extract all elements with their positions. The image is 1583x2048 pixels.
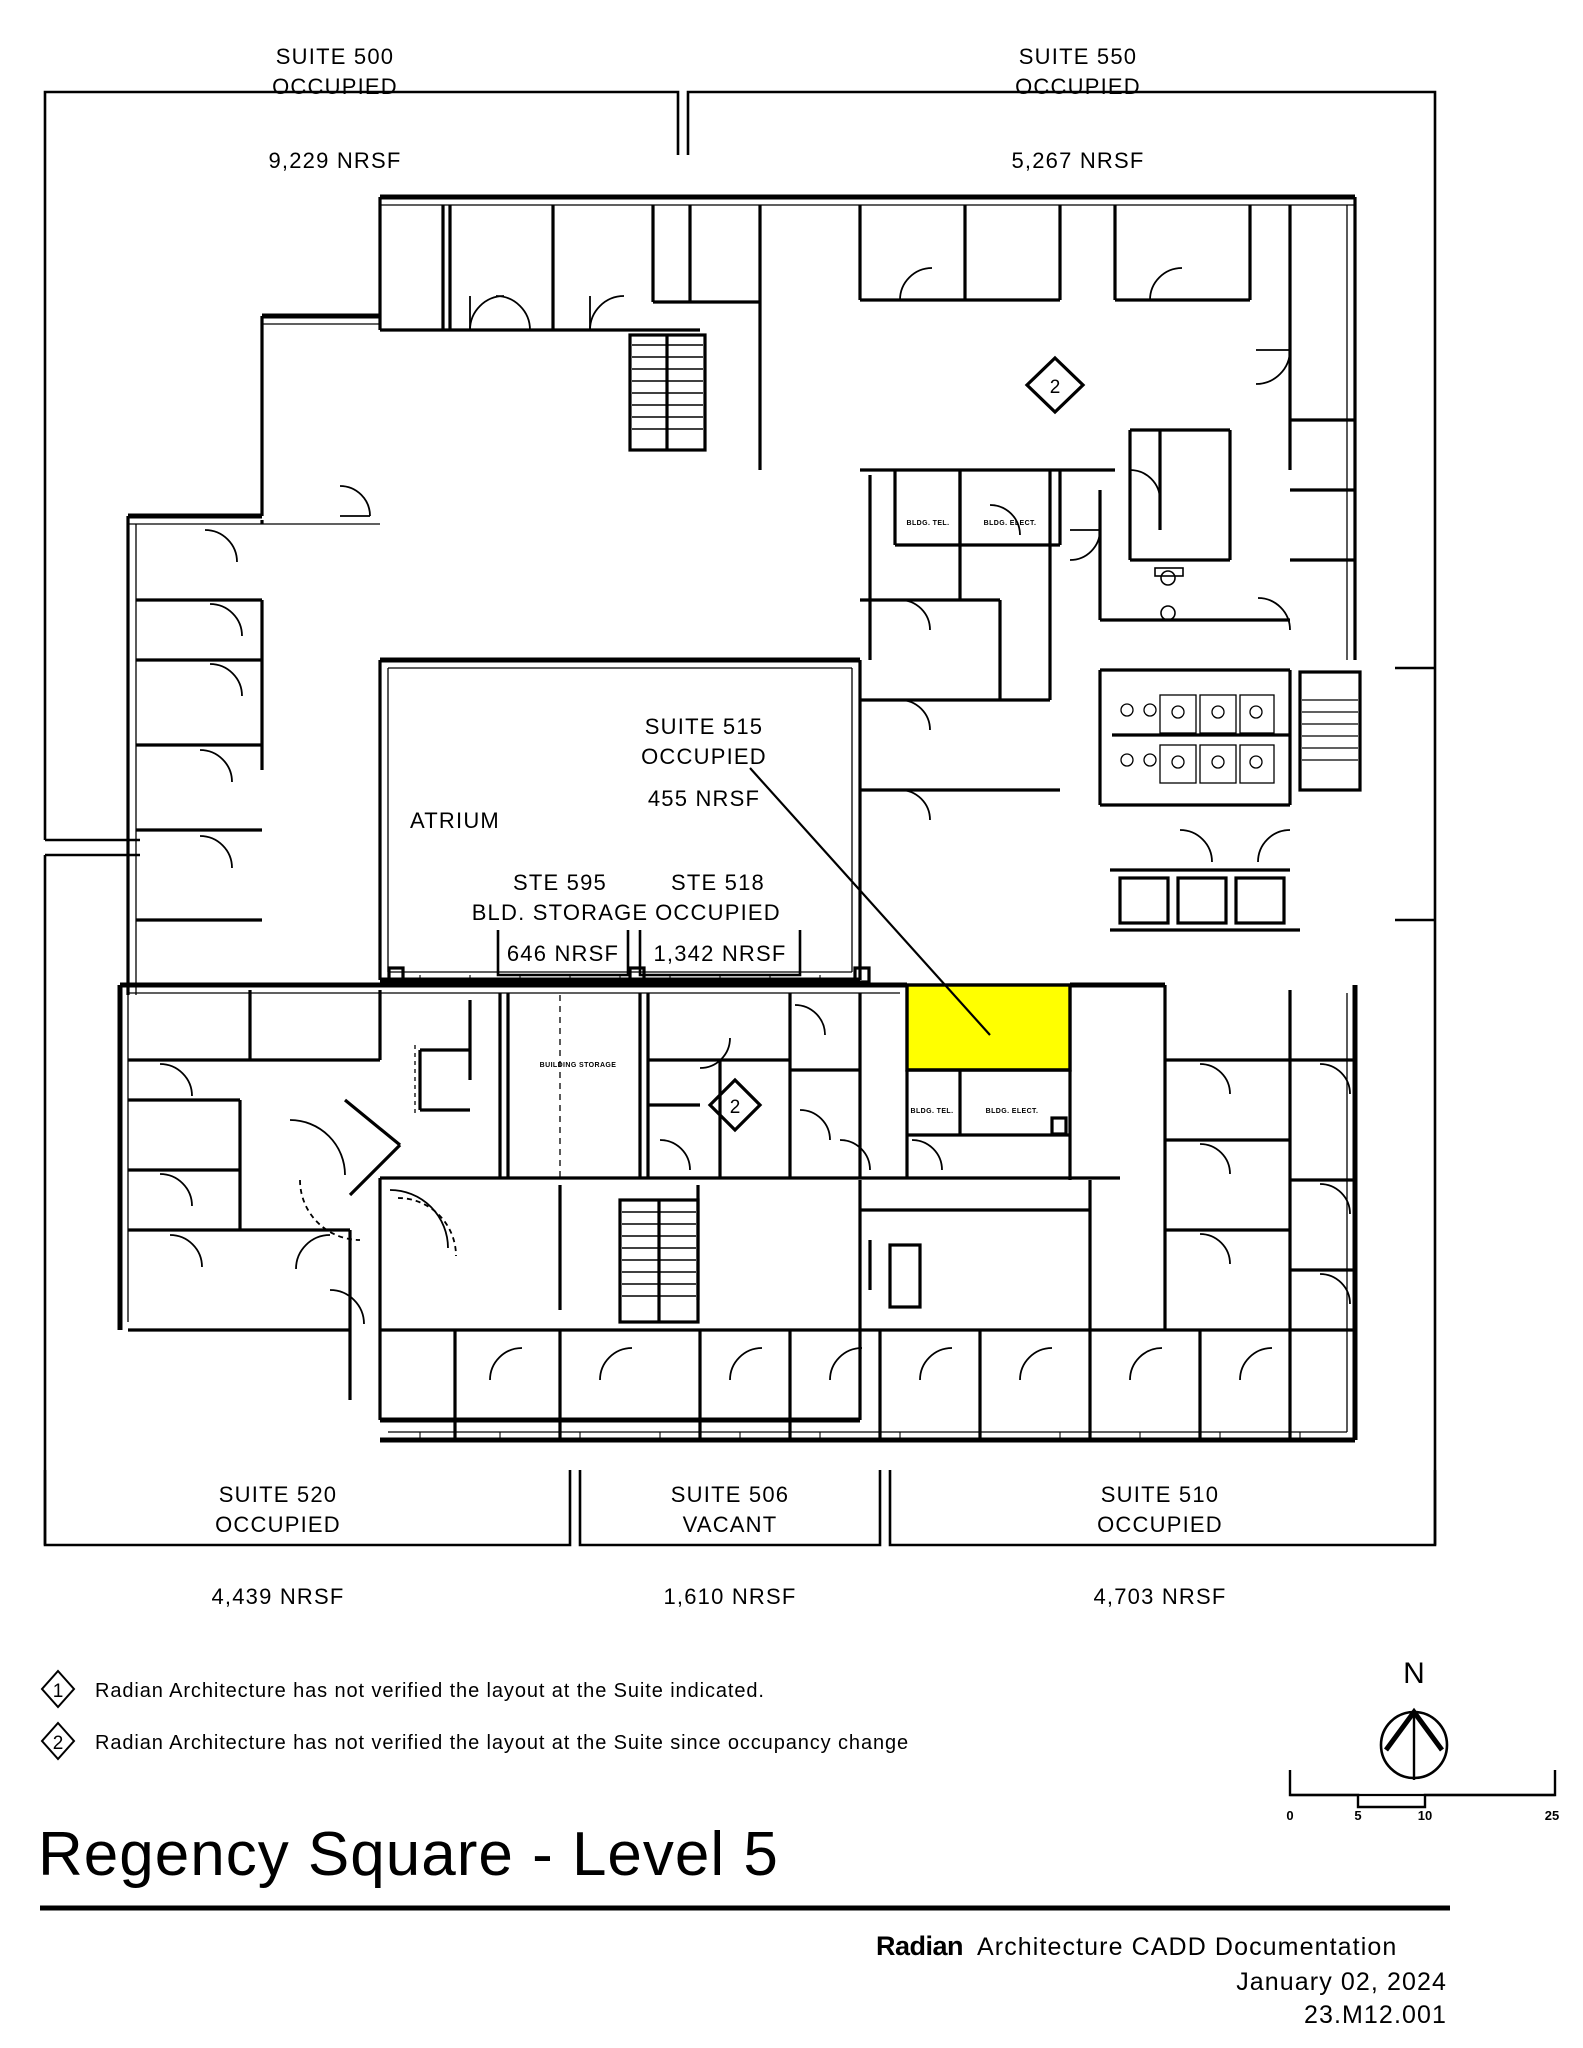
footer-project-number: 23.M12.001 [1304, 2001, 1447, 2029]
interior-text-labels: ATRIUM SUITE 515 OCCUPIED 455 NRSF STE 5… [410, 714, 991, 1036]
suite-500-name: SUITE 500 [276, 44, 394, 69]
ste-595-name: STE 595 [513, 870, 607, 895]
top-suite-550-block: SUITE 550 OCCUPIED 5,267 NRSF [686, 44, 1437, 173]
footer-block: Radian Architecture CADD Documentation J… [876, 1931, 1447, 2029]
building-storage-label: BUILDING STORAGE [540, 1062, 617, 1069]
ste-595-area: 646 NRSF [507, 941, 619, 966]
revision-marker-upper-number: 2 [1050, 377, 1061, 398]
suite-500-area: 9,229 NRSF [268, 148, 401, 173]
side-brackets [43, 155, 1437, 1545]
ste-518-status: OCCUPIED [655, 900, 781, 925]
suite-510-name: SUITE 510 [1101, 1482, 1219, 1507]
scale-tick-10: 10 [1418, 1808, 1432, 1823]
ste-595-status: BLD. STORAGE [472, 900, 649, 925]
legend-note-2: 2 Radian Architecture has not verified t… [40, 1721, 909, 1761]
north-stair-core [628, 333, 707, 452]
core-restrooms-elevators [1069, 418, 1362, 932]
legend-note-1: 1 Radian Architecture has not verified t… [40, 1669, 765, 1709]
bldg-elect-lower-label: BLDG. ELECT. [986, 1108, 1039, 1115]
suite-550-status: OCCUPIED [1015, 74, 1141, 99]
bottom-suite-510-block: SUITE 510 OCCUPIED 4,703 NRSF [888, 1470, 1437, 1609]
scale-tick-25: 25 [1545, 1808, 1559, 1823]
ste-595-bracket [496, 930, 630, 977]
suite-520-name: SUITE 520 [219, 1482, 337, 1507]
suite-500-status: OCCUPIED [272, 74, 398, 99]
suite-510-bracket [888, 1470, 1437, 1547]
south-utility-rooms: BLDG. TEL. BLDG. ELECT. [907, 1068, 1070, 1171]
scale-tick-5: 5 [1354, 1808, 1361, 1823]
bldg-elect-upper-label: BLDG. ELECT. [984, 520, 1037, 527]
suite-520-bracket [43, 1470, 572, 1547]
suite-510-status: OCCUPIED [1097, 1512, 1223, 1537]
suite-520-status: OCCUPIED [215, 1512, 341, 1537]
ste-518-area: 1,342 NRSF [653, 941, 786, 966]
suite-515-name: SUITE 515 [645, 714, 763, 739]
suite-515-area: 455 NRSF [648, 786, 760, 811]
bldg-tel-lower-label: BLDG. TEL. [911, 1108, 954, 1115]
note-2-text: Radian Architecture has not verified the… [95, 1732, 909, 1754]
footer-brand: Radian [876, 1931, 963, 1961]
scale-bar: 0 5 10 25 [1286, 1770, 1559, 1823]
note-2-number: 2 [53, 1733, 64, 1754]
suite-520-area: 4,439 NRSF [211, 1584, 344, 1609]
suite-515-leader-line [749, 767, 991, 1036]
legend-notes: 1 Radian Architecture has not verified t… [40, 1669, 909, 1761]
floor-plan-drawing: BLDG. TEL. BLDG. ELECT. [117, 194, 1362, 1443]
suite-550-bracket [686, 90, 1437, 155]
bottom-suite-506-block: SUITE 506 VACANT 1,610 NRSF [578, 1470, 882, 1609]
north-arrow: N [1379, 1657, 1449, 1780]
atrium-outline [378, 657, 871, 985]
revision-marker-lower-number: 2 [730, 1097, 741, 1118]
suite-515-status: OCCUPIED [641, 744, 767, 769]
elevator-bank [1110, 868, 1300, 932]
scale-tick-0: 0 [1286, 1808, 1293, 1823]
suite-506-status: VACANT [683, 1512, 778, 1537]
revision-marker-lower: 2 [707, 1077, 763, 1133]
title-block: Regency Square - Level 5 [38, 1820, 1450, 1911]
note-1-text: Radian Architecture has not verified the… [95, 1680, 765, 1702]
suite-506-name: SUITE 506 [671, 1482, 789, 1507]
northwest-wing [126, 313, 380, 995]
bldg-tel-upper-label: BLDG. TEL. [907, 520, 950, 527]
suite-510-area: 4,703 NRSF [1093, 1584, 1226, 1609]
note-2-diamond-icon [40, 1721, 76, 1761]
east-offices-upper: BLDG. TEL. BLDG. ELECT. [860, 468, 1115, 821]
ste-518-name: STE 518 [671, 870, 765, 895]
southwest-wing [117, 985, 457, 1400]
south-wing [378, 985, 1358, 1443]
bottom-suite-520-block: SUITE 520 OCCUPIED 4,439 NRSF [43, 1470, 572, 1609]
suite-500-bracket [43, 90, 680, 155]
footer-date: January 02, 2024 [1236, 1968, 1447, 1996]
revision-marker-upper: 2 [1024, 355, 1086, 415]
footer-brand-suffix: Architecture CADD Documentation [977, 1933, 1397, 1961]
north-arrow-head [1383, 1707, 1445, 1752]
suite-506-area: 1,610 NRSF [663, 1584, 796, 1609]
page-title: Regency Square - Level 5 [38, 1820, 779, 1889]
south-center-offices [790, 993, 862, 1178]
top-suite-500-block: SUITE 500 OCCUPIED 9,229 NRSF [43, 44, 680, 173]
highlighted-suite-515-area [905, 983, 1072, 1072]
suite-506-bracket [578, 1470, 882, 1547]
atrium-label: ATRIUM [410, 808, 500, 833]
north-arrow-label: N [1403, 1657, 1425, 1690]
note-1-number: 1 [53, 1681, 64, 1702]
note-1-diamond-icon [40, 1669, 76, 1709]
ste-518-bracket [638, 930, 802, 977]
north-wing [378, 194, 1357, 660]
suite-550-area: 5,267 NRSF [1011, 148, 1144, 173]
suite-550-name: SUITE 550 [1019, 44, 1137, 69]
mid-corridor [120, 982, 1165, 1180]
building-storage-block: BUILDING STORAGE [414, 993, 871, 1178]
